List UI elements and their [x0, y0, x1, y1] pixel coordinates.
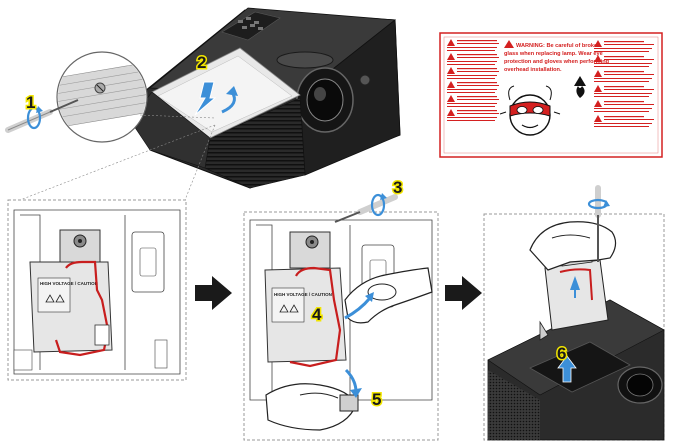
- flow-arrow-icon: [445, 276, 482, 310]
- pull-arrow-icon: [344, 297, 372, 320]
- lamp-caution-label-2: HIGH VOLTAGE / CAUTION: [274, 292, 332, 297]
- zoom-detail-screw: [56, 51, 216, 143]
- projector-overview: 2: [129, 7, 401, 189]
- lamp-wire-3: [559, 268, 593, 301]
- step-4-label: 4: [312, 305, 322, 324]
- connector-line: [19, 124, 216, 201]
- warning-line-4: overhead installation.: [504, 67, 562, 73]
- goggles-face-icon: [499, 85, 561, 136]
- rotate-arrow-icon: [370, 193, 386, 217]
- warning-triangle-icon: [504, 40, 514, 48]
- panel-lamp-inside: HIGH VOLTAGE / CAUTION: [7, 199, 187, 381]
- step-2-label: 2: [197, 53, 206, 72]
- step-1-label: 1: [26, 93, 35, 112]
- screwdriver-icon: [334, 194, 398, 223]
- warning-line-3: protection and gloves when performing: [504, 59, 610, 65]
- warning-center: WARNING: Be careful of broken glass when…: [499, 40, 610, 136]
- step-5-label: 5: [372, 390, 381, 409]
- hand-connector: [265, 383, 359, 431]
- lift-arrow-icon: [194, 81, 238, 116]
- hot-surface-icon: [574, 76, 586, 98]
- connector-line: [184, 124, 216, 201]
- step-6-label: 6: [557, 344, 566, 363]
- rotate-arrow-icon: [26, 106, 43, 130]
- keypad: [221, 11, 281, 41]
- lamp-wire-2: [289, 266, 342, 368]
- lamp-wire: [54, 260, 110, 357]
- warning-left-column: [447, 39, 499, 121]
- warning-line-2: glass when replacing lamp. Wear eye: [504, 51, 603, 57]
- warning-line-1: WARNING: Be careful of broken: [516, 43, 601, 49]
- hand-inserting: [529, 221, 617, 271]
- panel-lamp-removal: HIGH VOLTAGE / CAUTION 3 4 5: [243, 177, 439, 441]
- flow-arrow-icon: [195, 276, 232, 310]
- insert-arrow-icon: [557, 276, 580, 383]
- panel-lamp-install: 6: [483, 185, 665, 441]
- step-3-label: 3: [393, 178, 402, 197]
- warning-label: WARNING: Be careful of broken glass when…: [439, 32, 663, 158]
- warning-right-column: [594, 40, 654, 127]
- lamp-caution-label: HIGH VOLTAGE / CAUTION: [40, 281, 98, 286]
